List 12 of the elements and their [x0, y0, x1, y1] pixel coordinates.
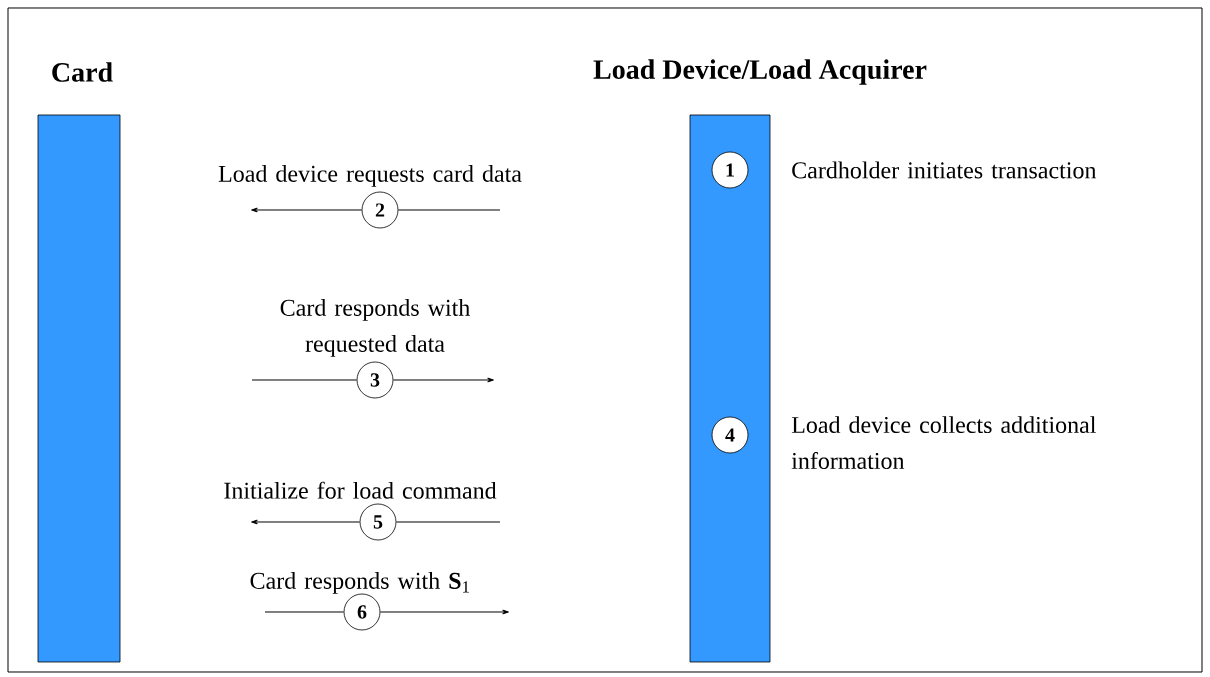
step-description: Load device requests card data — [218, 165, 522, 187]
step-description: Load device collects additional information — [791, 416, 1096, 470]
column-heading: Card — [52, 62, 113, 82]
step-description: Card responds with S$_{1}$ — [250, 572, 469, 594]
column-heading: Load Device/Load Acquirer — [593, 59, 927, 85]
arrow — [251, 207, 363, 213]
step-description: Card responds with requested data — [280, 299, 470, 357]
step-description: Cardholder initiates transaction — [792, 161, 1097, 179]
arrow — [379, 609, 509, 615]
step-description: Initialize for load command — [224, 481, 497, 499]
arrow — [392, 377, 494, 383]
arrow — [251, 519, 361, 525]
